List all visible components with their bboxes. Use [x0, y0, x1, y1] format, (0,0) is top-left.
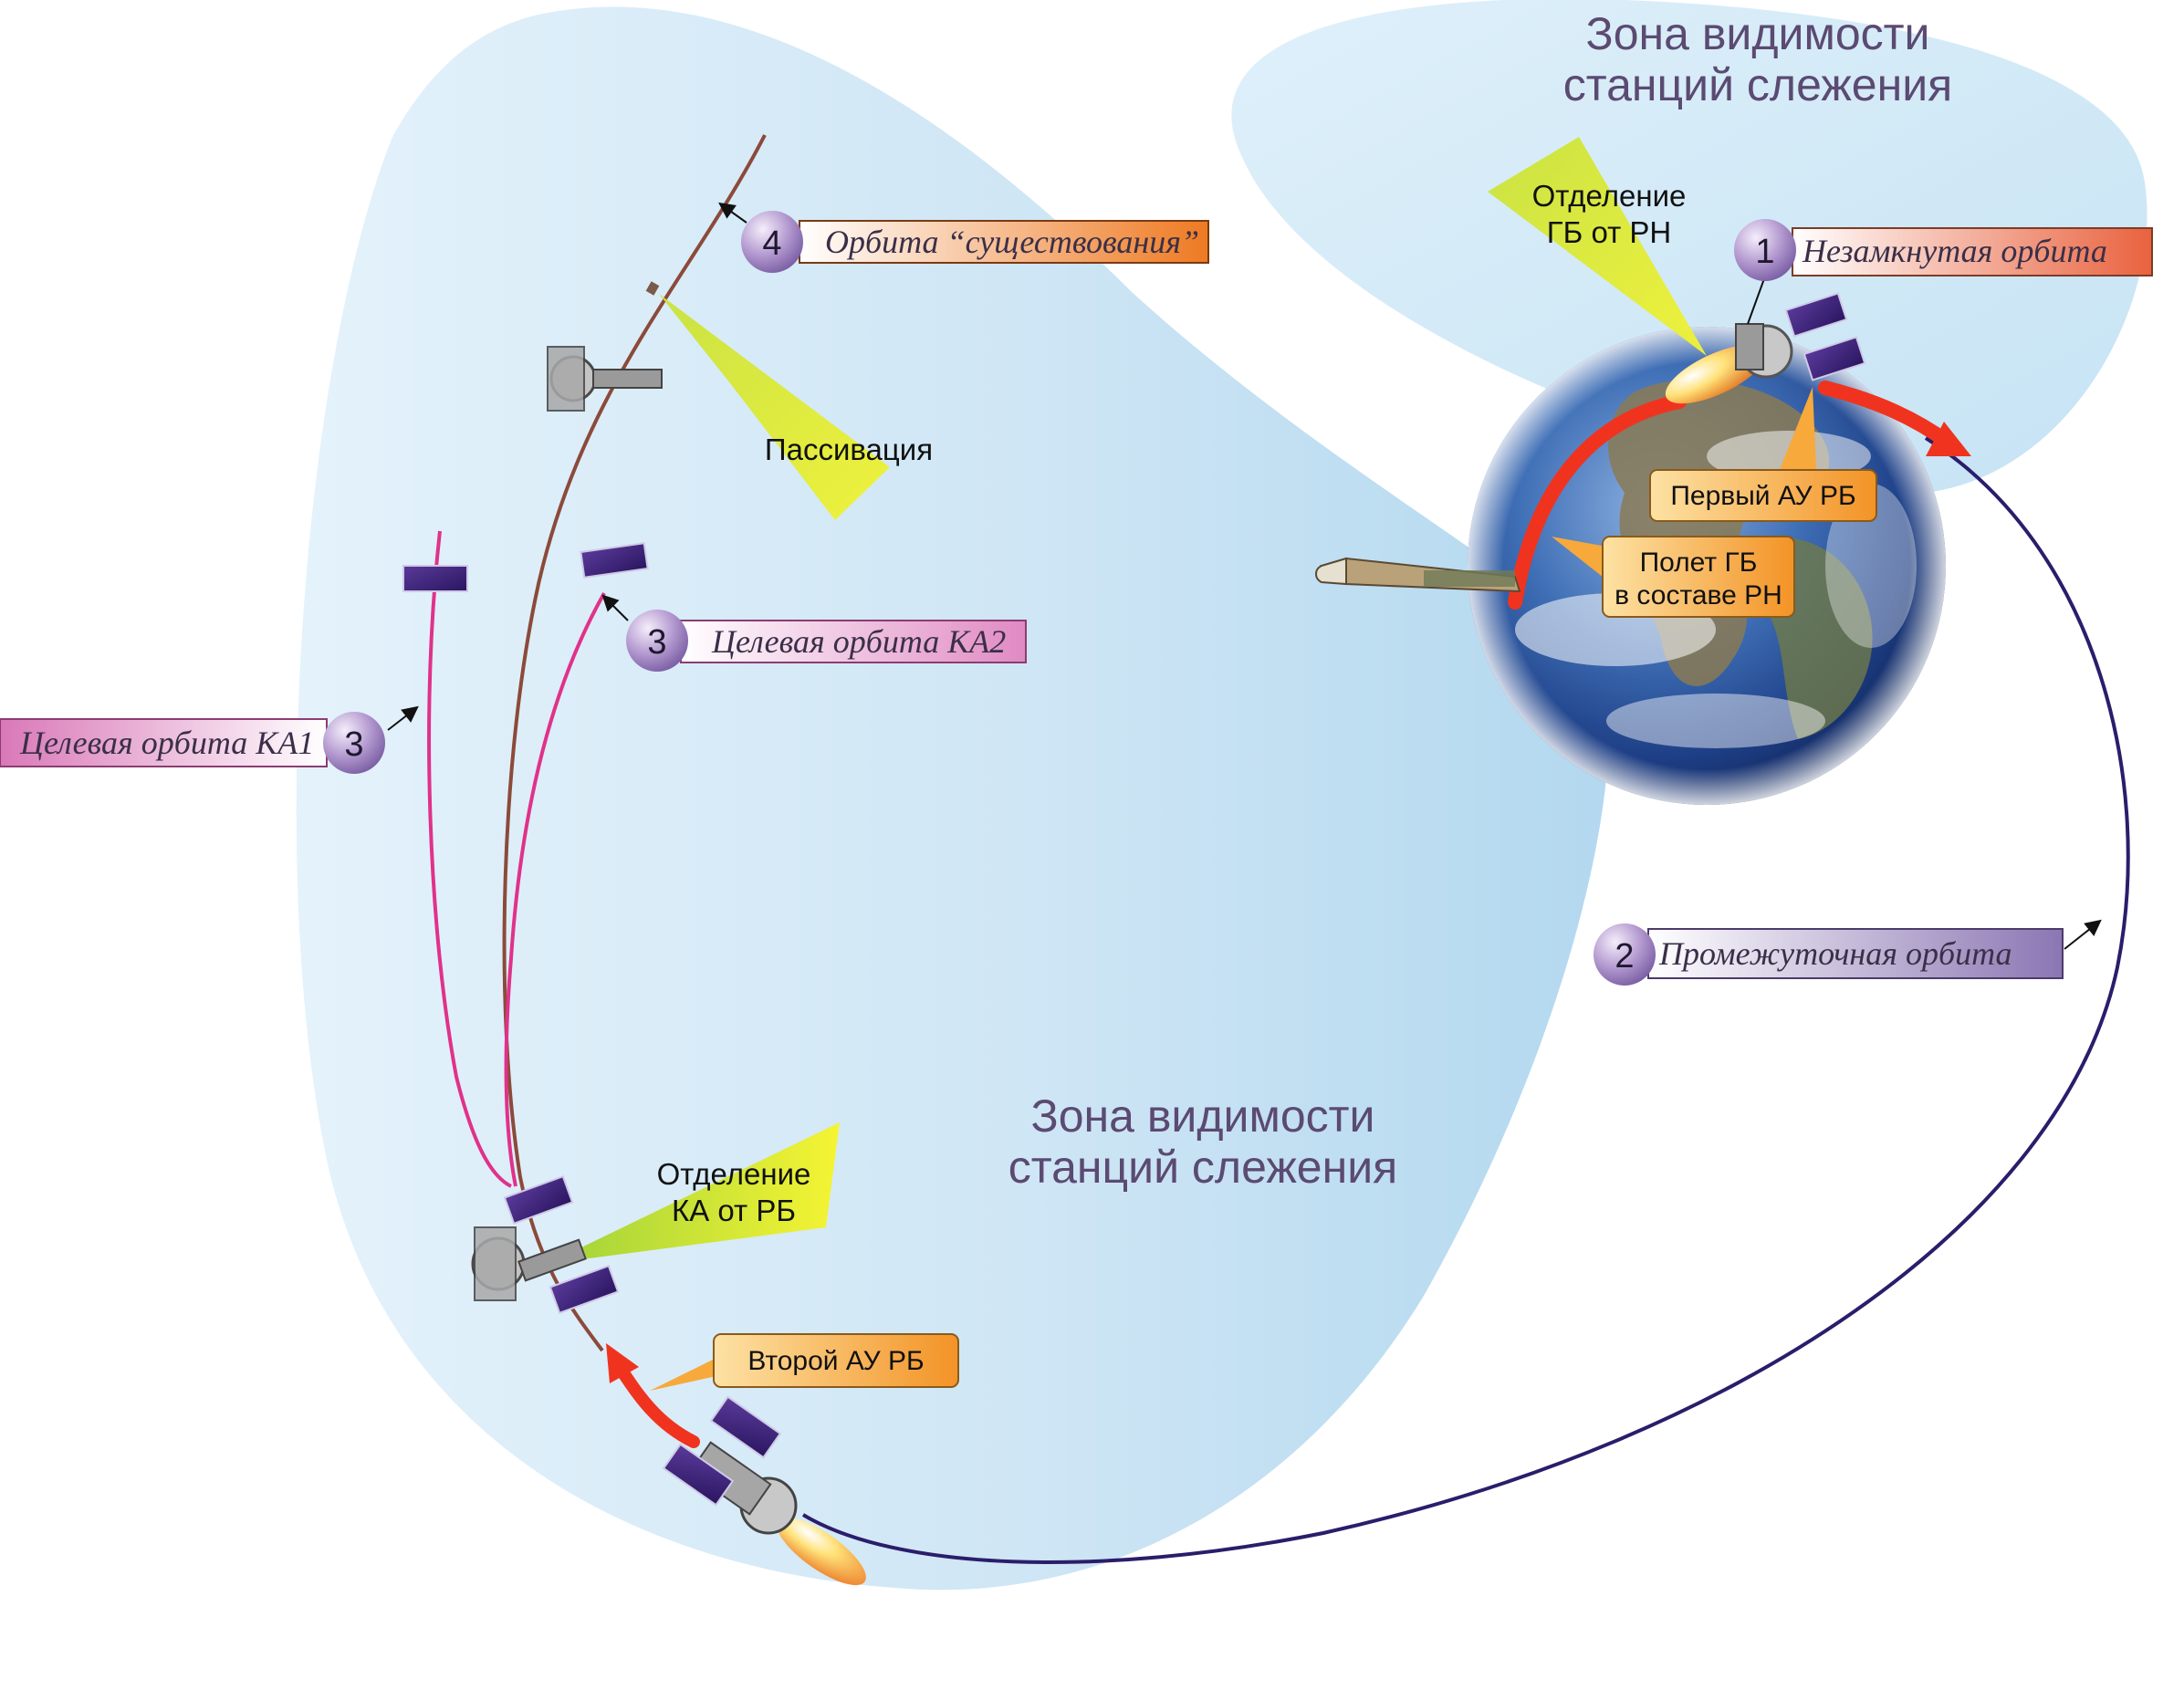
visibility-zone-center: [296, 6, 1609, 1591]
satellite-icon: [662, 1443, 735, 1507]
step3-ka2-leader: [601, 594, 629, 621]
satellite-icon: [1784, 292, 1848, 338]
step3-ka1-badge: [323, 712, 385, 774]
first-burn-callout: [1649, 469, 1877, 522]
zone-title-top-line1: Зона видимости: [1586, 8, 1930, 59]
step1-number: 1: [1755, 233, 1774, 271]
step1-label: Незамкнутая орбита: [1802, 233, 2107, 269]
step1-leader: [1747, 273, 1767, 325]
passivation-cone: [659, 294, 890, 520]
satellite-icon: [549, 1264, 620, 1315]
target-orbit-ka2-line: [504, 592, 606, 1187]
upper-stage-icon: [1735, 323, 1793, 379]
step2-label: Промежуточная орбита: [1658, 935, 2012, 972]
existence-orbit-line: [502, 134, 767, 1352]
step3-ka1-leader: [387, 705, 419, 731]
second-burn-callout-pointer: [650, 1358, 716, 1391]
step2-badge: [1594, 923, 1656, 986]
first-burn-callout-text: Первый АУ РБ: [1670, 481, 1855, 511]
step3-ka2-label: Целевая орбита КА2: [711, 623, 1006, 660]
satellite-icon: [580, 542, 649, 579]
ka-separation-label-line1: Отделение: [657, 1157, 811, 1191]
step2-number: 2: [1614, 937, 1634, 975]
satellite-icon: [709, 1395, 782, 1459]
step2-leader: [2064, 919, 2102, 950]
gb-separation-label-line1: Отделение: [1532, 179, 1687, 213]
second-burn-arrowhead: [606, 1343, 639, 1383]
flight-callout-line1: Полет ГБ: [1640, 548, 1758, 578]
engine-plume-icon: [777, 1517, 866, 1586]
satellite-icon: [402, 565, 468, 592]
flight-callout-line2: в составе РН: [1614, 580, 1782, 610]
first-burn-arrowhead: [1926, 422, 1971, 456]
passivation-marker: [645, 281, 660, 296]
step4-label-box: [799, 220, 1209, 264]
step3-ka2-badge: [626, 610, 688, 672]
step4-number: 4: [762, 224, 781, 263]
upper-stage-icon: [547, 346, 663, 412]
second-burn-arrow: [614, 1362, 700, 1448]
first-burn-callout-pointer: [1780, 387, 1816, 470]
step1-badge: [1734, 219, 1796, 281]
transfer-orbit-line: [801, 436, 2130, 1565]
rocket-icon: [1315, 557, 1521, 593]
flight-arc-burn: [1508, 394, 1687, 610]
zone-title-center-line1: Зона видимости: [1031, 1090, 1375, 1142]
flight-callout: [1602, 536, 1795, 618]
step4-label: Орбита “существования”: [825, 224, 1199, 260]
upper-stage-icon: [471, 1226, 587, 1301]
gb-separation-cone: [1488, 137, 1707, 356]
passivation-label: Пассивация: [765, 433, 933, 466]
visibility-zone-top-right: [1231, 0, 2147, 496]
step2-label-box: [1647, 928, 2064, 979]
step3-ka1-label: Целевая орбита КА1: [19, 725, 314, 761]
step1-label-box: [1792, 227, 2153, 276]
ka-separation-cone: [548, 1122, 840, 1264]
step3-ka1-number: 3: [344, 725, 363, 764]
ka-separation-label-line2: КА от РБ: [672, 1194, 796, 1227]
second-burn-callout: [713, 1333, 959, 1388]
zone-title-top-line2: станций слежения: [1563, 59, 1952, 110]
gb-separation-label-line2: ГБ от РН: [1547, 215, 1671, 249]
step3-ka2-number: 3: [647, 623, 666, 662]
second-burn-callout-text: Второй АУ РБ: [747, 1346, 924, 1376]
step4-badge: [741, 211, 803, 273]
flight-callout-pointer: [1552, 537, 1612, 584]
step4-leader: [718, 202, 747, 224]
zone-title-center-line2: станций слежения: [1008, 1142, 1397, 1193]
target-orbit-ka1-line: [427, 530, 512, 1188]
satellite-icon: [503, 1174, 574, 1226]
satellite-icon: [1803, 336, 1866, 381]
